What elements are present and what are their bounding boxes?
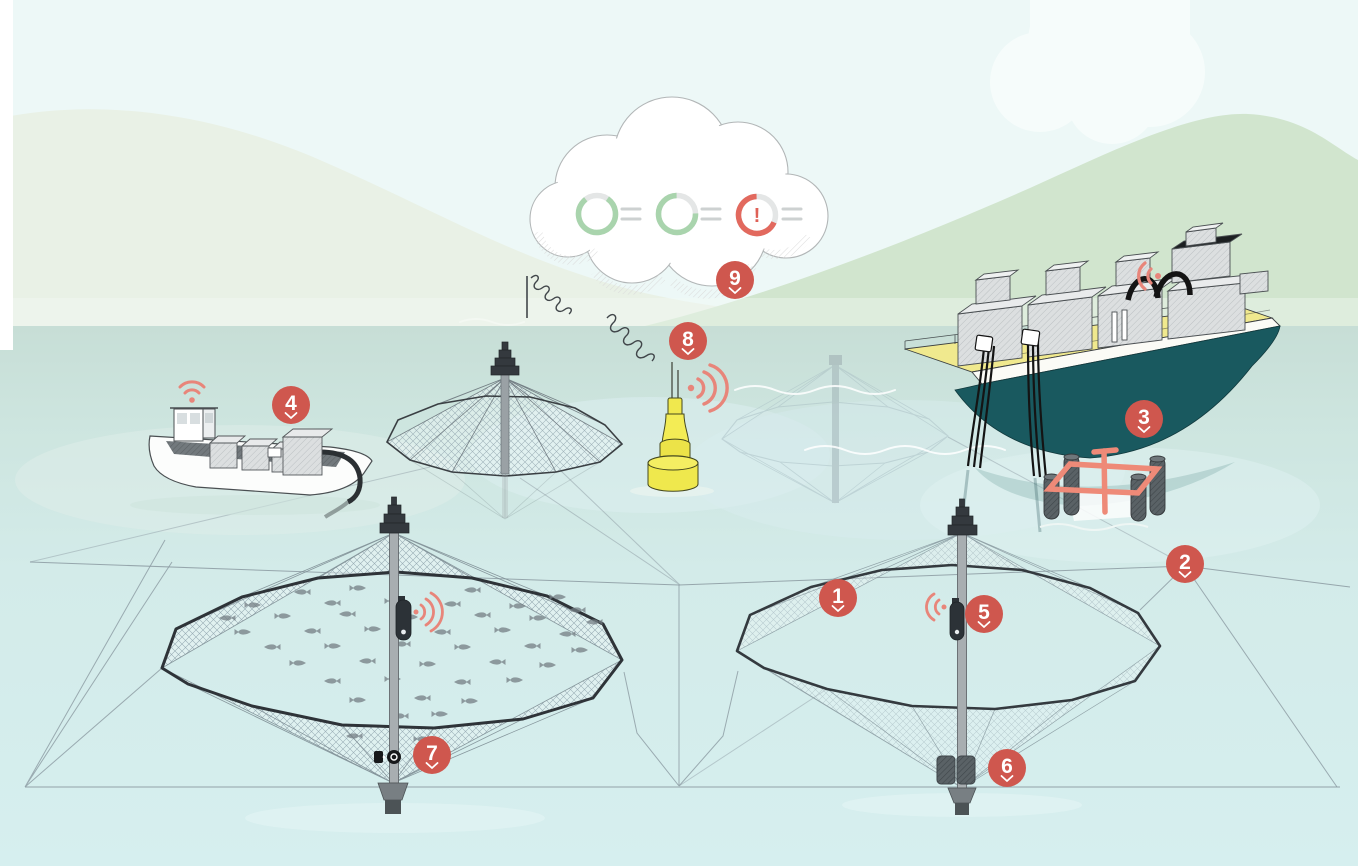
wifi-icon-sensor-left <box>413 591 444 633</box>
chevron-down-icon <box>425 762 439 769</box>
hotspot-markers: 1 2 3 4 5 6 7 8 9 <box>272 261 1204 787</box>
hotspot-number: 8 <box>682 328 694 351</box>
pen-cap <box>379 496 410 534</box>
submerged-pen-left <box>160 496 624 814</box>
pen-spar <box>957 532 967 789</box>
ship-hose-bundles <box>966 328 1048 479</box>
alert-icon: ! <box>754 205 761 227</box>
wifi-icon-buoy <box>687 363 729 413</box>
wifi-icon-barge <box>178 380 206 403</box>
hotspot-marker-3[interactable]: 3 <box>1125 400 1163 438</box>
pen-ballast <box>377 782 409 814</box>
cloud-platform: ! <box>529 96 829 299</box>
wifi-icon-ship <box>1137 261 1161 291</box>
pen-ballast <box>947 787 977 815</box>
feed-hose <box>319 449 363 505</box>
ship-hoses <box>1125 271 1193 301</box>
pen-reflection <box>409 459 601 520</box>
pen-rim <box>735 563 1162 711</box>
chevron-down-icon <box>1137 426 1151 433</box>
wifi-icon-sensor-right <box>925 592 947 622</box>
hotspot-number: 4 <box>285 392 297 415</box>
hotspot-marker-7[interactable]: 7 <box>413 736 451 774</box>
hotspot-marker-4[interactable]: 4 <box>272 386 310 424</box>
signal-wave-buoy <box>606 314 655 362</box>
hotspot-number: 9 <box>729 267 741 290</box>
hotspot-marker-9[interactable]: 9 <box>716 261 754 299</box>
camera-device <box>374 750 401 764</box>
hotspot-marker-8[interactable]: 8 <box>669 322 707 360</box>
sensor-device-right <box>949 598 965 641</box>
chevron-down-icon <box>977 621 991 628</box>
hotspot-number: 2 <box>1179 551 1191 574</box>
hill-far <box>0 109 1358 332</box>
status-ring-2 <box>655 192 722 236</box>
chevron-down-icon <box>831 605 845 612</box>
wellboat-ship <box>904 222 1281 533</box>
page-edge <box>0 0 13 350</box>
chevron-down-icon <box>1000 775 1014 782</box>
status-ring-3-alert: ! <box>735 193 803 237</box>
background-cloud <box>990 0 1205 144</box>
feed-barge <box>130 407 380 519</box>
hotspot-number: 6 <box>1001 755 1013 778</box>
pen-cap <box>947 498 978 536</box>
hotspot-marker-1[interactable]: 1 <box>819 579 857 617</box>
pen-spar <box>500 373 510 475</box>
wheelhouse <box>170 407 218 442</box>
hotspot-marker-5[interactable]: 5 <box>965 595 1003 633</box>
status-ring-1 <box>575 192 642 236</box>
equals-icon <box>620 207 642 221</box>
equals-icon <box>700 207 722 221</box>
hotspot-number: 5 <box>978 601 990 624</box>
hotspot-marker-2[interactable]: 2 <box>1166 545 1204 583</box>
mooring-frame <box>1039 447 1166 531</box>
winch-device <box>936 755 976 785</box>
frame-rails <box>1043 447 1163 515</box>
chevron-down-icon <box>1178 571 1192 578</box>
hotspot-marker-6[interactable]: 6 <box>988 749 1026 787</box>
ship-containers <box>957 222 1269 367</box>
chevron-down-icon <box>284 412 298 419</box>
chevron-down-icon <box>681 348 695 355</box>
pen-spar <box>389 532 399 784</box>
equals-icon <box>781 207 803 221</box>
chevron-down-icon <box>728 287 742 294</box>
floating-pen <box>385 341 624 520</box>
hotspot-number: 1 <box>832 585 844 608</box>
hotspot-number: 3 <box>1138 406 1150 429</box>
pen-cap <box>490 341 520 376</box>
sensor-device-left <box>395 596 412 641</box>
signal-wave-antenna <box>530 274 572 315</box>
pen-rim <box>160 570 624 730</box>
submerged-pen-ghost <box>721 355 949 504</box>
hotspot-number: 7 <box>426 742 438 765</box>
telemetry-buoy <box>647 362 699 492</box>
deck-cargo <box>208 428 334 476</box>
